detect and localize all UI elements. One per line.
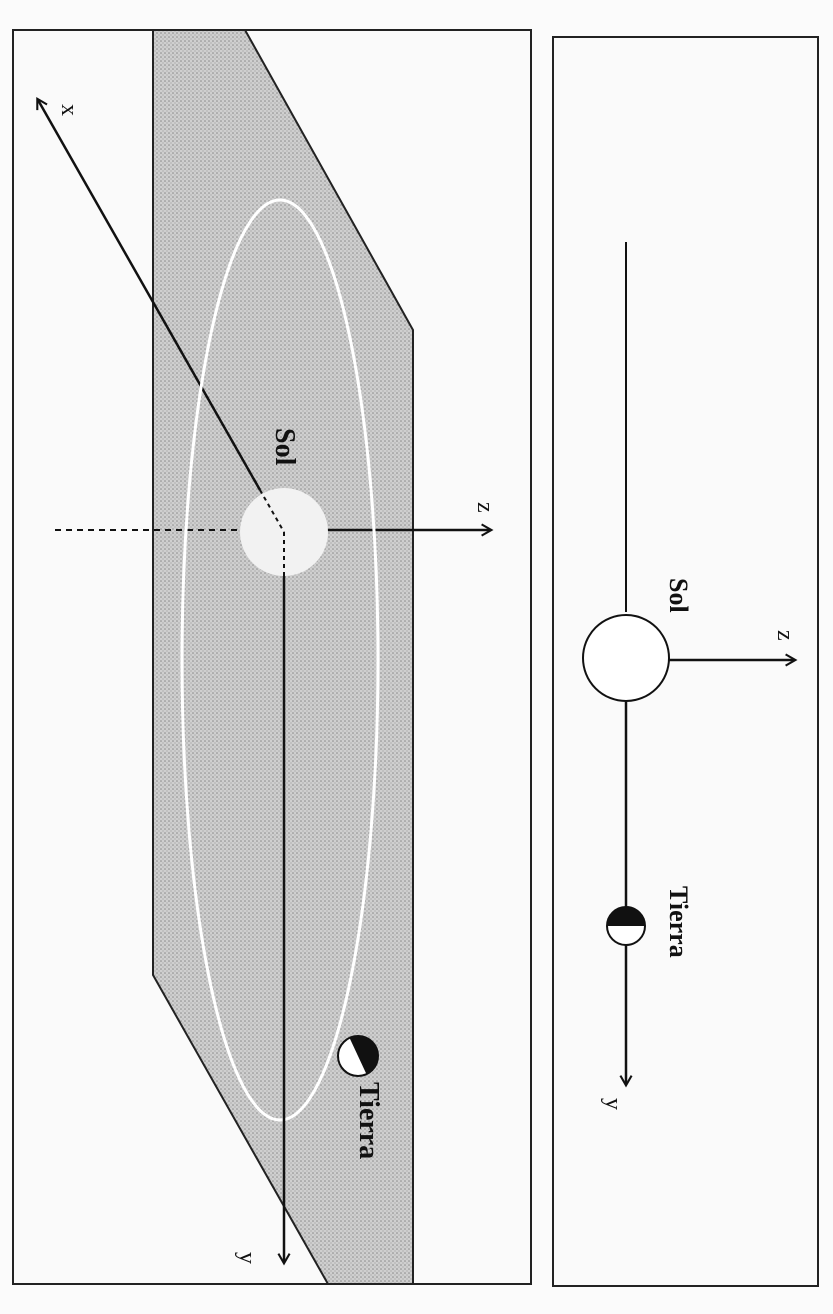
right-sun-label: Sol — [664, 578, 693, 613]
right-sun — [582, 614, 670, 702]
x-axis-label: x — [56, 104, 82, 116]
earth-label: Tierra — [353, 1082, 384, 1159]
z-axis-label: z — [472, 502, 498, 513]
x-axis-dashed — [259, 489, 285, 533]
right-earth — [606, 906, 646, 946]
x-axis-line — [36, 96, 262, 491]
earth — [337, 1035, 379, 1077]
right-z-axis-label: z — [772, 630, 798, 641]
y-axis-label: y — [234, 1252, 260, 1264]
right-earth-label: Tierra — [664, 886, 693, 958]
sun-label: Sol — [269, 428, 300, 466]
right-y-axis-label: y — [600, 1098, 626, 1110]
earth-orbit — [180, 198, 380, 1122]
